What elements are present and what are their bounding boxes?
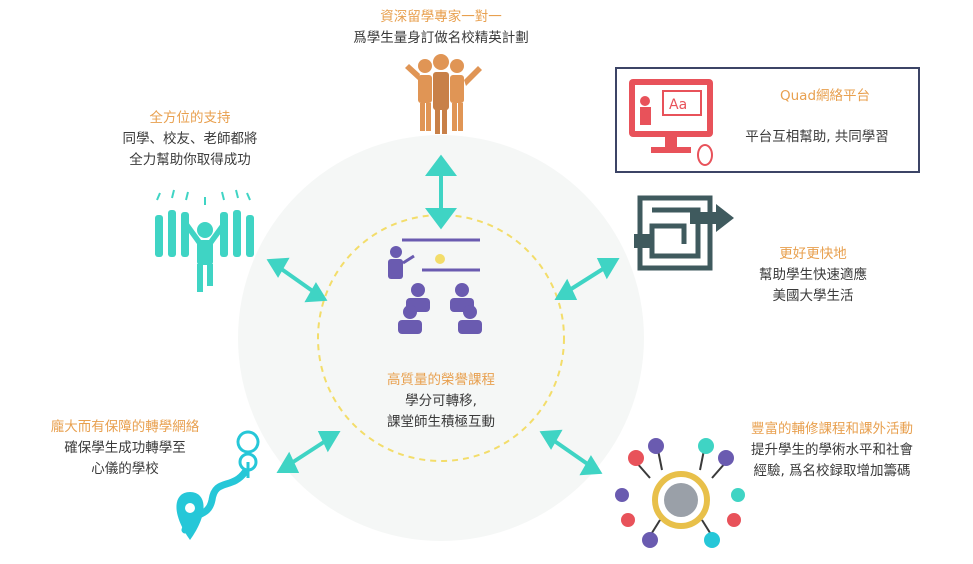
bottom-right-line-2: 經驗, 爲名校録取增加籌碼 <box>753 463 911 479</box>
arrow-top-left <box>266 257 328 303</box>
lightbulb-icon <box>435 254 445 264</box>
top-left-line-1: 同學、校友、老師都將 <box>122 131 258 147</box>
arrow-bottom-left <box>276 431 341 473</box>
crowd-cheering-icon <box>155 189 254 292</box>
quad-text-block: . <box>735 86 915 107</box>
quad-platform-card: Aa <box>615 67 920 173</box>
bottom-left-line-2: 心儀的學校 <box>91 461 159 477</box>
flask-icon <box>704 532 720 548</box>
top-left-text-block: 全方位的支持 同學、校友、老師都將 全力幫助你取得成功 <box>100 108 280 171</box>
settings-icon <box>648 438 664 454</box>
outer-circle <box>238 135 644 541</box>
team-people-icon <box>405 54 482 134</box>
globe-icon <box>731 488 745 502</box>
right-line-2: 美國大學生活 <box>772 288 854 304</box>
bottom-left-line-1: 確保學生成功轉學至 <box>64 440 186 456</box>
center-line-1: 學分可轉移, <box>405 393 477 409</box>
top-title: 資深留學專家一對一 <box>380 9 502 25</box>
maze-exit-icon <box>634 195 734 271</box>
center-title: 高質量的榮譽課程 <box>387 372 495 388</box>
right-line-1: 幫助學生快速適應 <box>759 267 867 283</box>
center-line-2: 課堂師生積極互動 <box>387 414 495 430</box>
bottom-right-line-1: 提升學生的學術水平和社會 <box>751 442 913 458</box>
quad-title: Quad網絡平台 <box>779 88 871 104</box>
bottom-right-title: 豐富的輔修課程和課外活動 <box>751 421 913 437</box>
top-left-title: 全方位的支持 <box>149 110 231 126</box>
chart-icon <box>621 513 635 527</box>
arrow-bottom-right <box>539 429 603 476</box>
screen-label: Aa <box>669 97 687 113</box>
location-route-icon <box>176 430 260 540</box>
science-icon <box>628 450 644 466</box>
arrow-top <box>425 154 457 230</box>
network-icon <box>615 488 629 502</box>
quad-line-1: 平台互相幫助, 共同學習 <box>745 129 889 145</box>
music-note-icon <box>642 532 658 548</box>
brain-activities-icon <box>615 438 745 548</box>
computer-lesson-icon: Aa <box>629 79 713 166</box>
top-left-line-2: 全力幫助你取得成功 <box>129 152 251 168</box>
arrow-top-right <box>554 258 620 300</box>
arrows <box>266 154 620 476</box>
bottom-right-text-block: 豐富的輔修課程和課外活動 提升學生的學術水平和社會 經驗, 爲名校録取增加籌碼 <box>722 419 942 482</box>
bottom-left-title: 龐大而有保障的轉學網絡 <box>50 419 200 435</box>
classroom-icon <box>388 238 482 334</box>
top-text-block: 資深留學專家一對一 爲學生量身訂做名校精英計劃 <box>300 7 582 49</box>
top-line-1: 爲學生量身訂做名校精英計劃 <box>353 30 529 46</box>
right-text-block: 更好更快地 幫助學生快速適應 美國大學生活 <box>728 244 898 307</box>
book-icon <box>698 438 714 454</box>
calculator-icon <box>718 450 734 466</box>
bottom-left-text-block: 龐大而有保障的轉學網絡 確保學生成功轉學至 心儀的學校 <box>20 417 230 480</box>
center-text-block: 高質量的榮譽課程 學分可轉移, 課堂師生積極互動 <box>341 370 541 433</box>
tools-icon <box>727 513 741 527</box>
right-title: 更好更快地 <box>779 246 847 262</box>
inner-dashed-circle <box>317 214 565 462</box>
mouse-icon <box>697 144 713 166</box>
